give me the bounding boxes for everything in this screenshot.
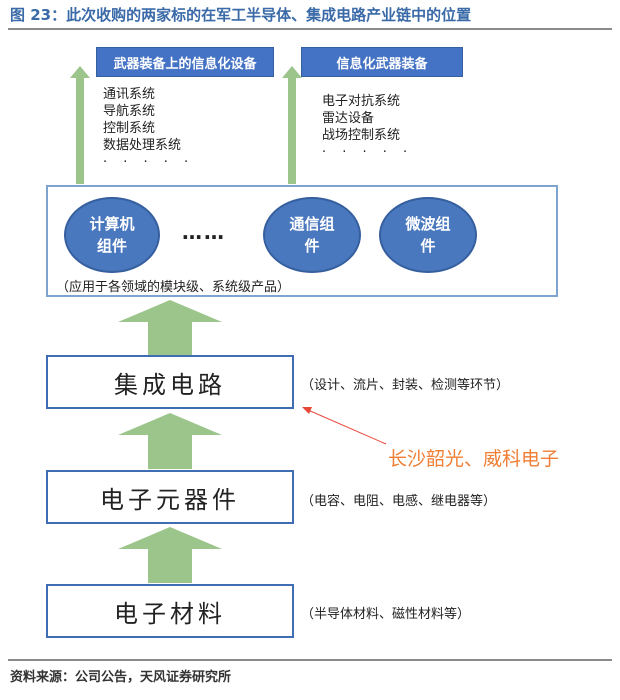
header-info-equipment: 武器装备上的信息化设备 — [96, 47, 274, 77]
circle-communication-component: 通信组件 — [263, 197, 361, 273]
list-more: · · · · · — [322, 145, 414, 160]
list-item: 数据处理系统 — [103, 138, 182, 153]
circle-label: 组件 — [96, 237, 127, 255]
up-arrow-right — [282, 66, 302, 184]
stage-note-ic: （设计、流片、封装、检测等环节） — [301, 378, 510, 393]
module-note: （应用于各领域的模块级、系统级产品） — [56, 280, 291, 295]
annotation-arrow — [302, 407, 387, 445]
stage-electronic-components: 电子元器件 — [46, 470, 294, 524]
list-item: 导航系统 — [103, 104, 156, 119]
list-item: 电子对抗系统 — [322, 94, 401, 109]
stage-electronic-materials: 电子材料 — [46, 584, 294, 638]
list-item: 控制系统 — [103, 121, 156, 136]
circle-microwave-component: 微波组件 — [379, 197, 477, 273]
list-item: 战场控制系统 — [322, 128, 401, 143]
stage-note-materials: （半导体材料、磁性材料等） — [301, 607, 471, 622]
circle-computer-component: 计算机组件 — [64, 197, 160, 273]
list-more: · · · · · — [103, 155, 195, 170]
circle-label: 通信组 — [289, 215, 335, 233]
circle-label: 件 — [420, 237, 436, 255]
list-item: 雷达设备 — [322, 111, 375, 126]
left-system-list: 通讯系统 导航系统 控制系统 数据处理系统 · · · · · — [103, 86, 194, 171]
source-note: 资料来源：公司公告，天风证券研究所 — [10, 670, 232, 685]
right-system-list: 电子对抗系统 雷达设备 战场控制系统 · · · · · — [322, 93, 413, 161]
header-info-weapons: 信息化武器装备 — [301, 47, 463, 77]
figure-title: 图 23：此次收购的两家标的在军工半导体、集成电路产业链中的位置 — [10, 6, 472, 24]
module-ellipsis: …… — [182, 220, 226, 244]
bottom-divider — [8, 659, 612, 661]
top-divider — [8, 28, 612, 30]
acquired-companies-label: 长沙韶光、威科电子 — [388, 448, 560, 470]
list-item: 通讯系统 — [103, 87, 156, 102]
stage-note-components: （电容、电阻、电感、继电器等） — [301, 494, 497, 509]
up-arrow-left — [70, 66, 90, 184]
stage-integrated-circuit: 集成电路 — [46, 355, 294, 409]
big-up-arrow-3 — [118, 527, 222, 583]
circle-label: 计算机 — [89, 215, 135, 233]
circle-label: 件 — [304, 237, 320, 255]
circle-label: 微波组 — [405, 215, 451, 233]
big-up-arrow-2 — [118, 413, 222, 469]
big-up-arrow-1 — [118, 300, 222, 356]
